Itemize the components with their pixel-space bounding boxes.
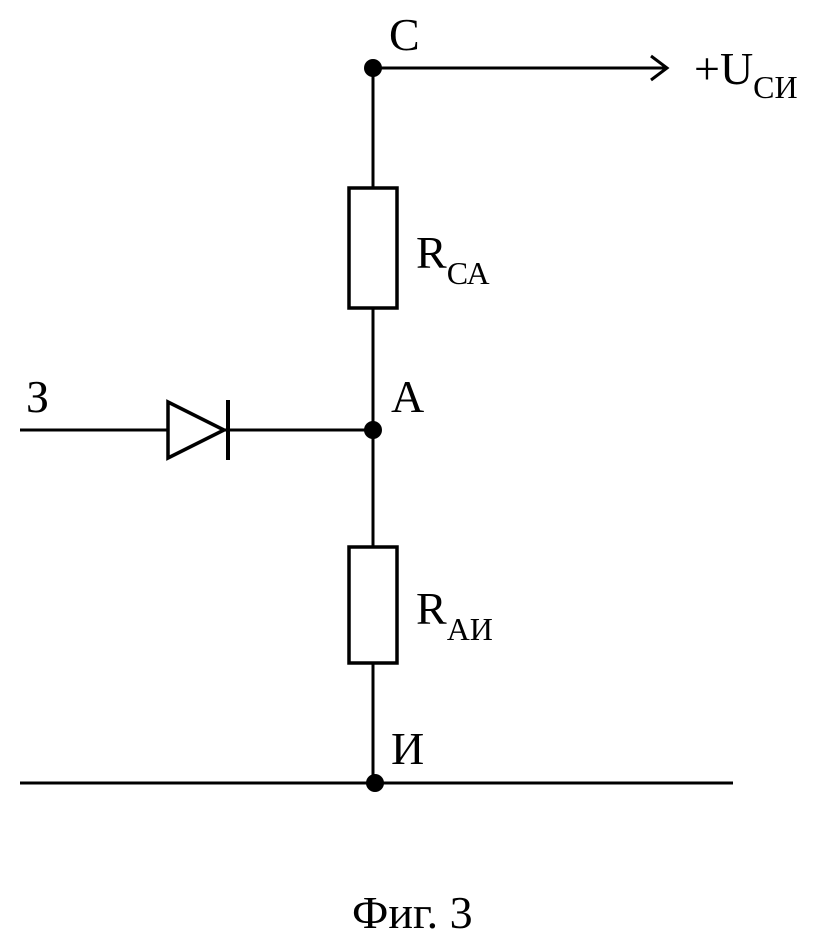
output-voltage-prefix: +U bbox=[694, 43, 753, 94]
output-voltage-label: +UСИ bbox=[694, 43, 798, 105]
node-i-label: И bbox=[391, 723, 424, 774]
resistor-rca-subscript: СА bbox=[447, 255, 490, 291]
node-c-label: C bbox=[389, 9, 420, 60]
node-c-dot bbox=[364, 59, 382, 77]
resistor-rca bbox=[349, 188, 397, 308]
node-a-dot bbox=[364, 421, 382, 439]
node-i-dot bbox=[366, 774, 384, 792]
resistor-rca-label: RСА bbox=[416, 227, 490, 291]
resistor-rai-letter: R bbox=[416, 583, 447, 634]
resistor-rai bbox=[349, 547, 397, 663]
resistor-rai-subscript: АИ bbox=[447, 611, 493, 647]
resistor-rai-label: RАИ bbox=[416, 583, 493, 647]
node-a-label: A bbox=[391, 371, 424, 422]
output-voltage-subscript: СИ bbox=[753, 69, 797, 105]
figure-caption: Фиг. 3 bbox=[352, 887, 473, 938]
resistor-rca-letter: R bbox=[416, 227, 447, 278]
diode-icon bbox=[168, 402, 224, 458]
input-label: З bbox=[26, 371, 49, 422]
